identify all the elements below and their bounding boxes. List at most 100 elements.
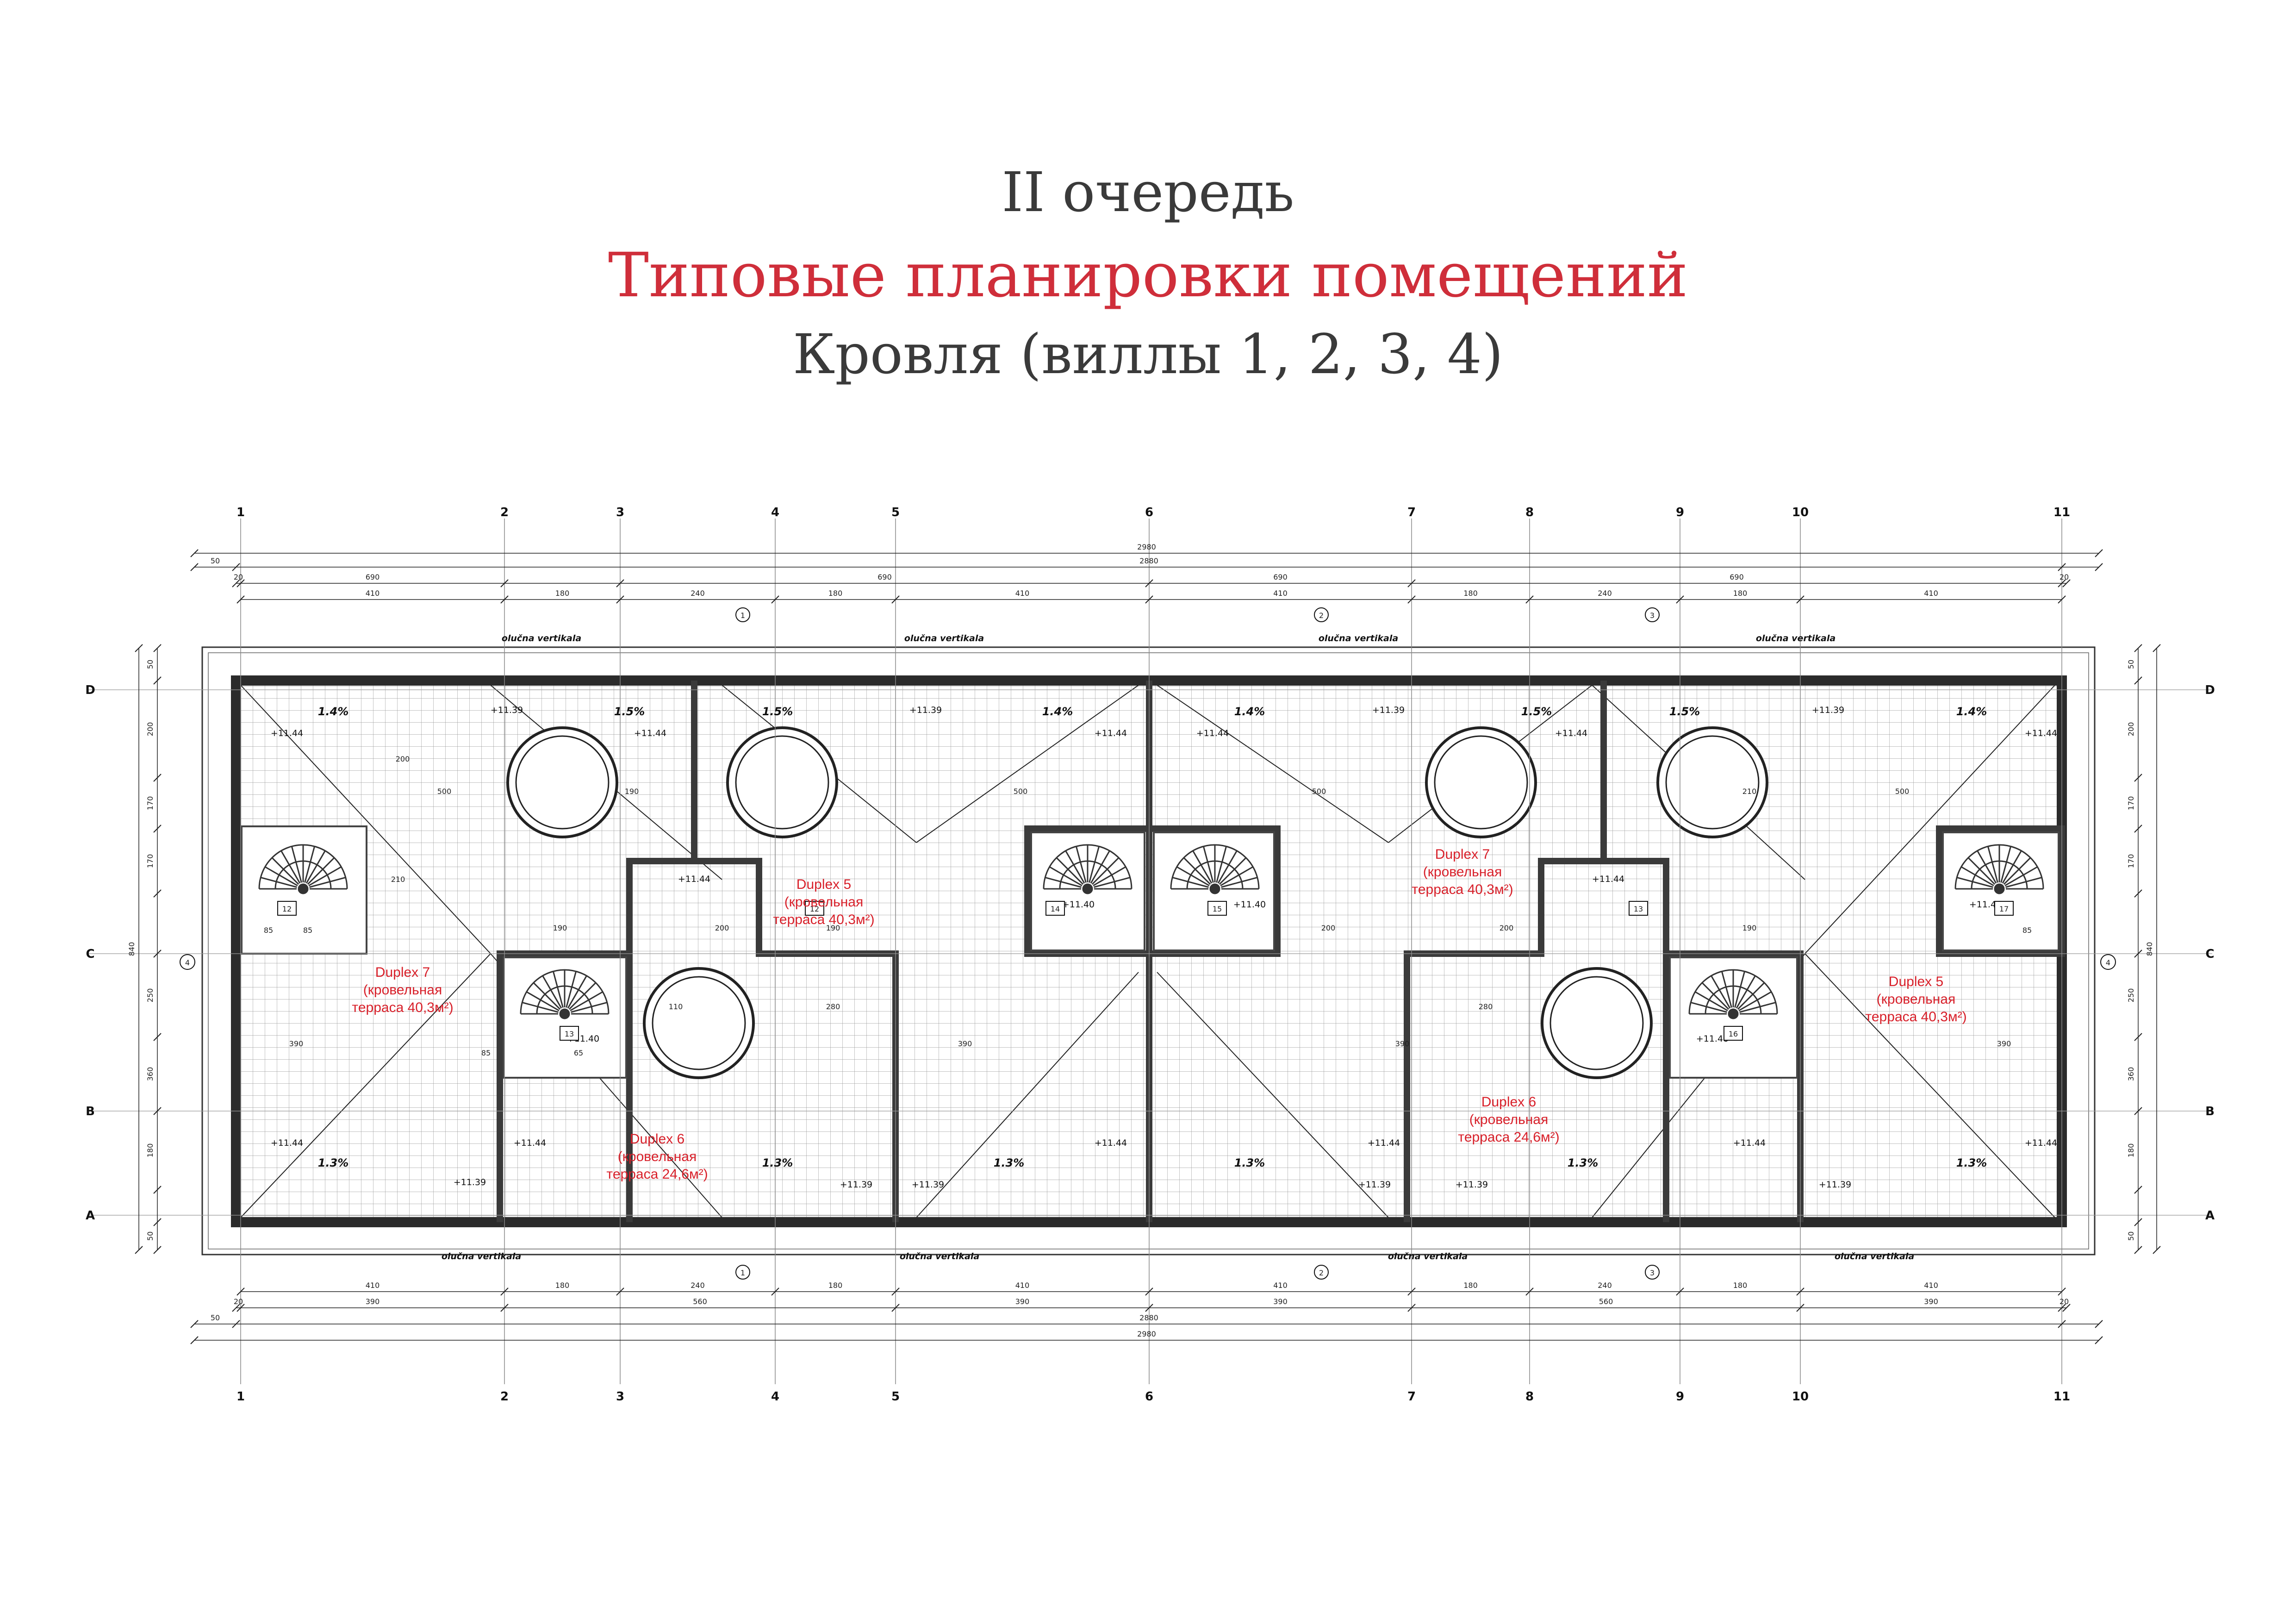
dim-bottom-axes-value: 180 [828, 1281, 843, 1290]
section-marker [1645, 607, 1660, 622]
dim-bottom-axes-tick [771, 1287, 779, 1296]
stair-tag-label: 12 [282, 905, 292, 913]
downpipe-label: olučna vertikala [1756, 633, 1836, 643]
axis-label-bottom: 1 [236, 1390, 245, 1404]
axis-label-right: D [2205, 683, 2215, 697]
dim-top-mid-tick [2058, 579, 2066, 587]
stair-tread [1694, 991, 1728, 1012]
interior-dim: 390 [289, 1039, 304, 1048]
stair-tread [305, 850, 326, 884]
axis-label-bottom: 3 [616, 1390, 624, 1404]
terrace-title: Duplex 7 [1435, 847, 1490, 862]
dim-top-axes-tick [891, 595, 900, 604]
dim-right-value: 50 [2127, 660, 2135, 669]
skylight-inner [1434, 735, 1528, 830]
dim-overall-top-tick [190, 549, 199, 557]
terrace-title: Duplex 5 [1889, 974, 1943, 989]
stair-tread [1094, 876, 1131, 888]
dim-top-axes-tick [2058, 595, 2066, 604]
stair-tread [1220, 866, 1254, 887]
stair-tag [277, 901, 297, 916]
stair-tread [1221, 876, 1258, 888]
axis-label-right: A [2205, 1209, 2215, 1223]
dim-top-axes-tick [236, 595, 245, 604]
stair-tread [522, 1001, 559, 1013]
skylight-outer [1425, 726, 1537, 838]
dim-left-tick [153, 1107, 162, 1115]
dim-right-tick [2134, 1246, 2142, 1254]
dim-left-tick [153, 676, 162, 685]
stair-tread [1960, 866, 1994, 887]
axis-label-right: B [2205, 1105, 2215, 1118]
stair-tread [1690, 1001, 1727, 1013]
dim-overall-top-tick [2095, 549, 2103, 557]
level-mark: +11.44 [514, 1138, 546, 1148]
skylight-outer [1541, 967, 1653, 1079]
level-mark: +11.44 [1196, 728, 1229, 738]
dim-bottom-axes-tick [500, 1287, 509, 1296]
stair-tread [2000, 846, 2012, 883]
level-mark: +11.39 [491, 705, 523, 715]
stair-tag-label: 12 [810, 905, 819, 913]
dim-top-mid-value: 690 [1730, 573, 1744, 581]
dim-bottom-axes-value: 240 [1598, 1281, 1612, 1290]
dim-left-tick [153, 949, 162, 958]
dim-inner-top-tick [2095, 563, 2103, 571]
stair-newel [1994, 883, 2005, 894]
stair-tread [1176, 866, 1210, 887]
dim-bottom-mid-value: 20 [2060, 1297, 2069, 1306]
interior-dim: 110 [669, 1002, 683, 1011]
level-mark: +11.44 [634, 728, 666, 738]
dim-top-axes-value: 180 [1463, 589, 1478, 598]
level-mark: +11.39 [909, 705, 942, 715]
dim-left-tick [153, 1246, 162, 1254]
dim-right-tick [2134, 1186, 2142, 1194]
dim-bottom-mid-value: 560 [1599, 1297, 1613, 1306]
terrace-area: терраса 40,3м²) [1865, 1009, 1966, 1024]
dim-inner-bottom-tick [190, 1320, 199, 1328]
axis-label-top: 2 [500, 506, 509, 519]
stair-tread [2004, 866, 2038, 887]
level-mark: +11.44 [1095, 1138, 1127, 1148]
dim-bottom-axes-tick [891, 1287, 900, 1296]
dim-left-value: 250 [146, 988, 155, 1003]
dim-top-axes-value: 410 [1924, 589, 1938, 598]
dim-bottom-mid-value: 390 [1015, 1297, 1030, 1306]
dim-top-axes-tick [771, 595, 779, 604]
dim-top-mid-tick [1407, 579, 1416, 587]
sheet-subtitle: Кровля (виллы 1, 2, 3, 4) [792, 322, 1504, 386]
stair-tread [566, 971, 577, 1008]
slope-mark: 1.4% [1956, 705, 1987, 718]
section-marker [735, 1265, 750, 1280]
terrace-title: Duplex 6 [1481, 1094, 1536, 1110]
dim-bottom-mid-tick [2062, 1304, 2071, 1312]
dim-left-tick [153, 1033, 162, 1041]
dim-bottom-mid-tick [236, 1304, 245, 1312]
skylight-inner [515, 735, 610, 830]
dim-top-axes-value: 180 [828, 589, 843, 598]
annotations: +11.44 +11.39 +11.44 +11.39 +11.44 +11.44 +11.… [180, 607, 2116, 1280]
level-mark: +11.44 [1733, 1138, 1766, 1148]
interior-dim: 500 [1895, 787, 1910, 796]
stair-tread [1056, 857, 1084, 885]
skylight-outer [726, 726, 838, 838]
stair-tread [264, 866, 298, 887]
terrace-caption: (кровельная [1469, 1112, 1548, 1127]
stair-tread [1967, 857, 1996, 885]
stair-tread [1202, 846, 1214, 883]
dim-right-tick [2134, 949, 2142, 958]
slope-mark: 1.3% [1568, 1156, 1599, 1169]
level-mark: +11.39 [454, 1177, 486, 1187]
roof-outline [201, 646, 2096, 1255]
terrace-labels: Duplex 5 (кровельная терраса 40,3м²) Duplex… [352, 847, 1966, 1182]
interior-dim: 200 [1500, 924, 1514, 932]
side-marker [180, 954, 195, 970]
axis-label-top: 7 [1407, 506, 1416, 519]
axis-label-bottom: 11 [2053, 1390, 2070, 1404]
level-mark: +11.40 [1233, 899, 1266, 910]
interior-dim: 85 [264, 926, 273, 935]
dim-top-axes-tick [500, 595, 509, 604]
slope-mark: 1.3% [318, 1156, 349, 1169]
slope-mark: 1.5% [1669, 705, 1700, 718]
